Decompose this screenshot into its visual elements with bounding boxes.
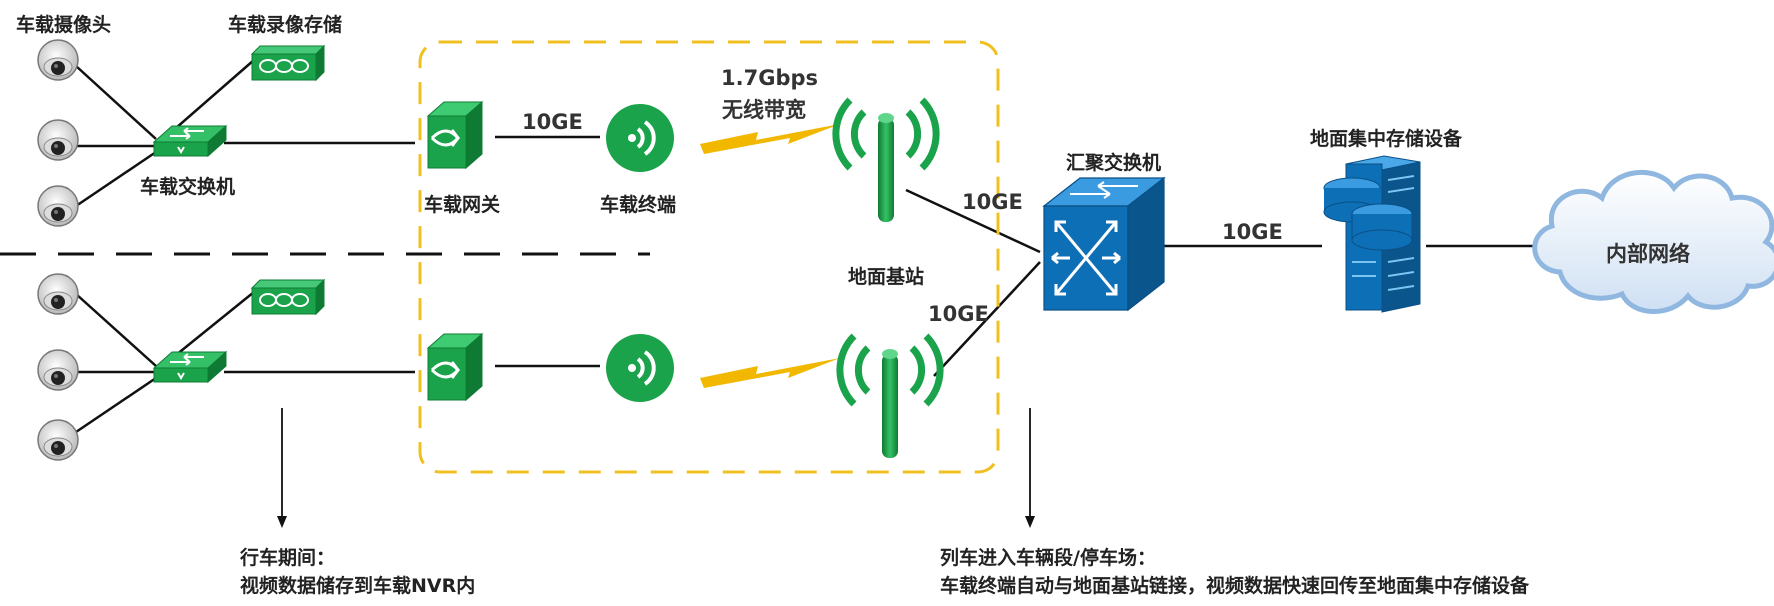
arrow-right [1025,408,1035,528]
gateway-label: 车载网关 [424,194,501,216]
recorder-storage-icon [251,279,325,315]
note-right-body: 车载终端自动与地面基站链接，视频数据快速回传至地面集中存储设备 [940,575,1530,597]
note-left-body: 视频数据储存到车载NVR内 [240,575,476,597]
wireless-zone-box [418,40,1000,474]
terminal-icon [604,102,676,174]
arrow-left [277,408,287,528]
recorder-label: 车载录像存储 [228,14,343,36]
storage-label: 地面集中存储设备 [1310,128,1463,150]
link-speed-gateway-terminal: 10GE [522,110,583,134]
terminal-icon [604,332,676,404]
note-right-title: 列车进入车辆段/停车场： [940,547,1156,569]
link-speed-bs-bottom: 10GE [928,302,989,326]
base-station-icon [840,336,940,458]
lightning-icon [700,358,840,388]
gateway-icon [426,100,484,170]
cloud-label: 内部网络 [1606,242,1690,266]
camera-icon [37,185,79,227]
connection-lines [75,59,1552,434]
wireless-bandwidth-label: 无线带宽 [722,98,806,122]
camera-icon [37,119,79,161]
storage-device-icon [1323,155,1421,313]
link-speed-bs-top: 10GE [962,190,1023,214]
wireless-rate: 1.7Gbps [721,66,819,90]
link-speed-agg-storage: 10GE [1222,220,1283,244]
aggregation-switch-icon [1042,176,1166,312]
aggregation-switch-label: 汇聚交换机 [1066,152,1162,174]
camera-icon [37,273,79,315]
vehicle-switch-icon [153,125,227,157]
camera-label: 车载摄像头 [16,14,112,36]
camera-icon [37,349,79,391]
vehicle-switch-icon [153,351,227,383]
base-station-label: 地面基站 [848,266,925,288]
cloud-icon [1532,169,1774,314]
terminal-label: 车载终端 [600,194,677,216]
gateway-icon [426,332,484,402]
switch-label: 车载交换机 [140,176,236,198]
lightning-icon [700,124,840,154]
recorder-storage-icon [251,45,325,81]
camera-icon [37,419,79,461]
camera-icon [37,39,79,81]
note-left-title: 行车期间： [240,547,336,569]
base-station-icon [836,100,936,222]
